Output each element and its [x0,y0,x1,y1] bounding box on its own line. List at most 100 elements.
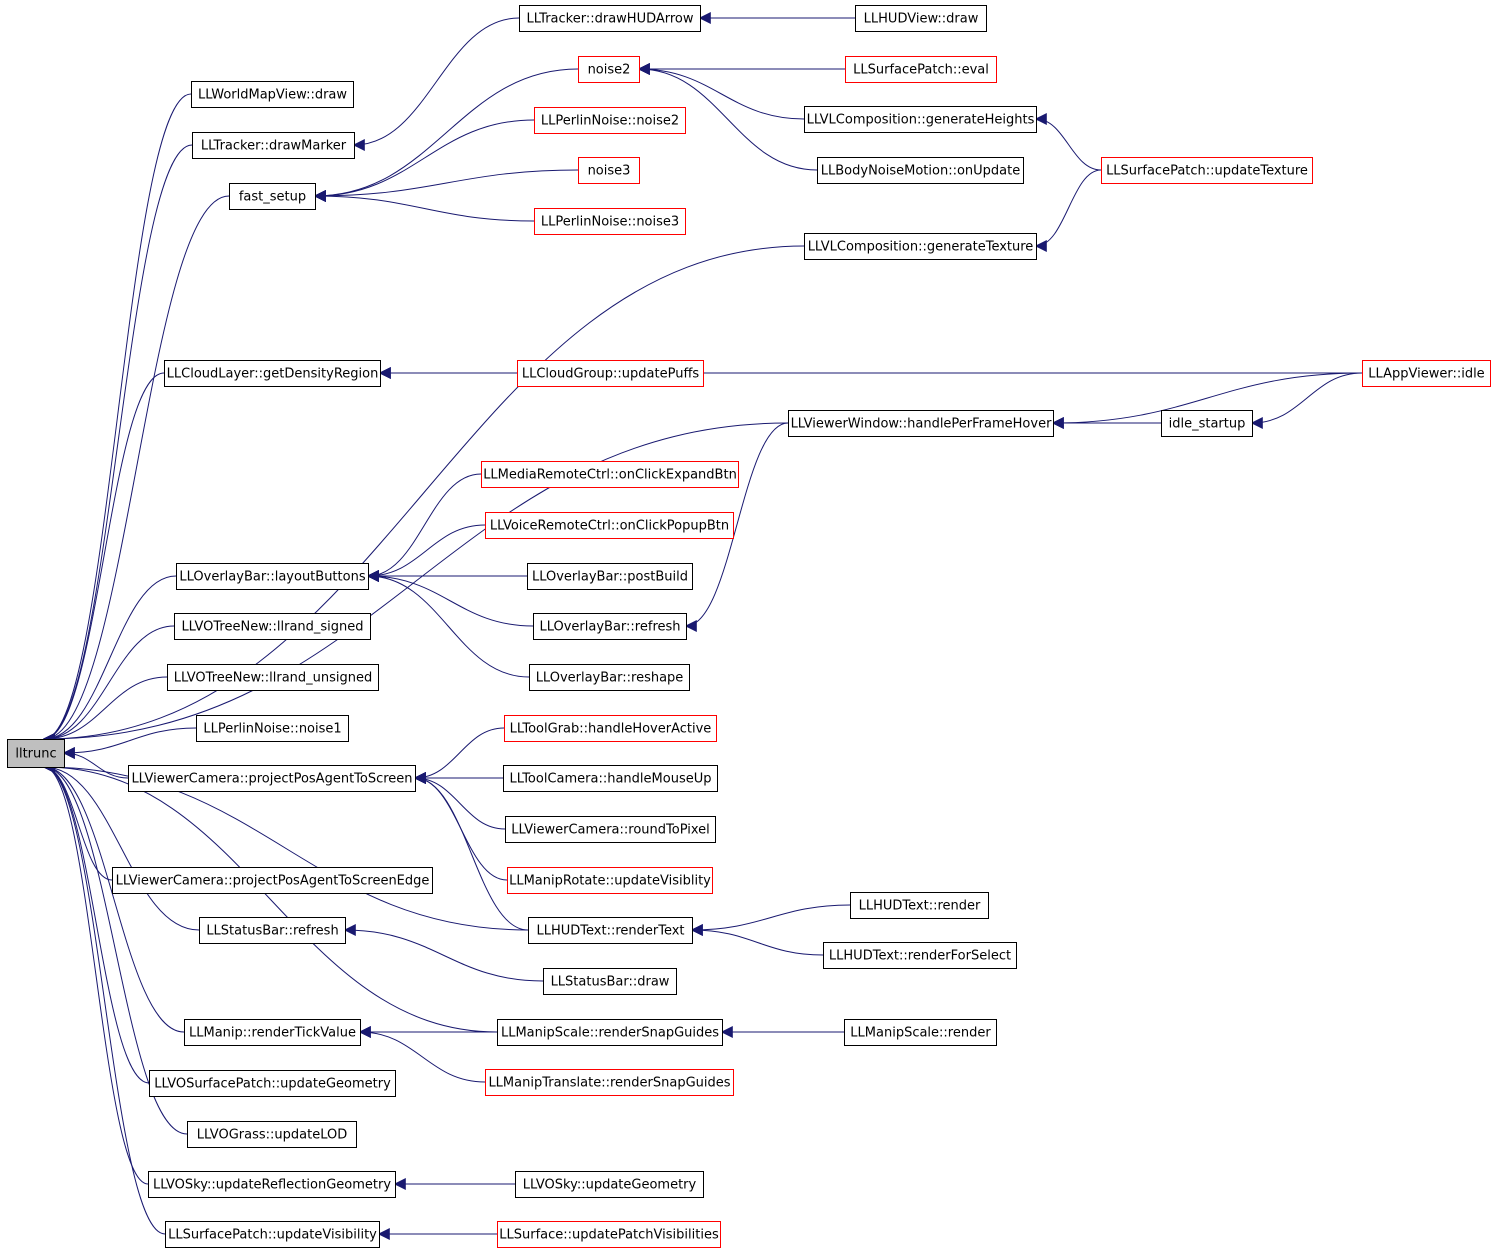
node-maniptranslate-snap[interactable]: LLManipTranslate::renderSnapGuides [485,1069,734,1096]
node-label: LLManipScale::render [850,1026,991,1041]
node-noise2[interactable]: noise2 [578,56,640,83]
node-box [528,917,693,944]
node-box [788,410,1054,437]
node-viewercam-projectedge[interactable]: LLViewerCamera::projectPosAgentToScreenE… [112,867,433,894]
edge-perlin-noise1-to-lltrunc [62,727,197,759]
node-voiceremote-popup[interactable]: LLVoiceRemoteCtrl::onClickPopupBtn [485,512,734,539]
node-fast-setup[interactable]: fast_setup [229,183,316,210]
node-surfacepatch-eval[interactable]: LLSurfacePatch::eval [845,56,997,83]
node-hudtext-render[interactable]: LLHUDText::render [850,892,989,919]
node-box [174,613,371,640]
node-box [817,157,1024,184]
node-label: LLOverlayBar::layoutButtons [179,570,365,585]
node-label: LLOverlayBar::reshape [536,671,684,686]
node-box [515,1171,704,1198]
node-label: lltrunc [15,747,56,762]
node-vlcomp-genheights[interactable]: LLVLComposition::generateHeights [804,106,1037,133]
node-overlaybar-layout[interactable]: LLOverlayBar::layoutButtons [176,563,369,590]
node-statusbar-draw[interactable]: LLStatusBar::draw [543,968,677,995]
node-cloudgroup-updatepuffs[interactable]: LLCloudGroup::updatePuffs [517,360,704,387]
edge-hudtext-rendertext-to-viewercam-project [413,772,529,931]
node-vosky-updategeom[interactable]: LLVOSky::updateGeometry [515,1171,704,1198]
node-manipscale-render[interactable]: LLManipScale::render [844,1019,997,1046]
node-box [164,360,381,387]
node-box [578,56,640,83]
node-overlaybar-refresh[interactable]: LLOverlayBar::refresh [533,613,687,640]
node-label: LLAppViewer::idle [1368,367,1484,382]
node-box [497,1221,721,1248]
node-box [578,157,640,184]
edge-manipscale-snap-to-lltrunc [42,761,498,1033]
node-label: LLVOSky::updateReflectionGeometry [153,1178,391,1193]
node-surfacepatch-updatevis[interactable]: LLSurfacePatch::updateVisibility [165,1221,380,1248]
node-label: fast_setup [239,190,306,205]
node-worldmap-draw[interactable]: LLWorldMapView::draw [191,81,354,108]
node-label: LLOverlayBar::refresh [539,620,680,635]
node-toolcamera-mouseup[interactable]: LLToolCamera::handleMouseUp [503,765,718,792]
edge-bodynoise-onupdate-to-noise2 [637,63,818,171]
node-label: LLVOSurfacePatch::updateGeometry [154,1077,391,1092]
node-overlaybar-postbuild[interactable]: LLOverlayBar::postBuild [527,563,693,590]
node-vograss-updatelod[interactable]: LLVOGrass::updateLOD [187,1121,357,1148]
node-label: LLManipScale::renderSnapGuides [501,1026,719,1041]
node-box [196,715,349,742]
node-mediaremote-expand[interactable]: LLMediaRemoteCtrl::onClickExpandBtn [481,461,739,488]
node-toolgrab-hover[interactable]: LLToolGrab::handleHoverActive [504,715,717,742]
node-appviewer-idle[interactable]: LLAppViewer::idle [1362,360,1491,387]
node-vosurface-updategeom[interactable]: LLVOSurfacePatch::updateGeometry [149,1070,396,1097]
node-surfacepatch-updatetexture[interactable]: LLSurfacePatch::updateTexture [1101,157,1313,184]
node-tracker-drawmarker[interactable]: LLTracker::drawMarker [192,132,355,159]
node-label: LLHUDText::render [859,899,981,914]
node-viewercam-roundtopixel[interactable]: LLViewerCamera::roundToPixel [505,816,716,843]
node-maniprotate-vis[interactable]: LLManipRotate::updateVisiblity [507,867,713,894]
node-label: LLManipRotate::updateVisiblity [509,874,711,889]
node-manipscale-snap[interactable]: LLManipScale::renderSnapGuides [497,1019,723,1046]
node-label: LLHUDView::draw [864,12,979,27]
node-box [529,664,690,691]
node-bodynoise-onupdate[interactable]: LLBodyNoiseMotion::onUpdate [817,157,1024,184]
node-overlaybar-reshape[interactable]: LLOverlayBar::reshape [529,664,690,691]
edge-voiceremote-popup-to-overlaybar-layout [366,524,486,582]
node-box [823,942,1017,969]
node-label: LLMediaRemoteCtrl::onClickExpandBtn [483,468,737,483]
node-votree-signed[interactable]: LLVOTreeNew::llrand_signed [174,613,371,640]
node-box [503,765,718,792]
node-label: LLManipTranslate::renderSnapGuides [488,1076,730,1091]
node-box [505,816,716,843]
edge-tracker-drawhudarrow-to-tracker-drawmarker [352,17,520,151]
node-hudtext-rendertext[interactable]: LLHUDText::renderText [528,917,693,944]
node-label: LLVOSky::updateGeometry [523,1178,697,1193]
edge-tracker-drawmarker-to-lltrunc [42,144,193,745]
node-label: LLVOGrass::updateLOD [197,1128,347,1143]
node-statusbar-refresh[interactable]: LLStatusBar::refresh [199,917,346,944]
edge-layer [42,12,1363,1240]
node-box [517,360,704,387]
node-idle-startup[interactable]: idle_startup [1161,410,1253,437]
node-perlin-noise3[interactable]: LLPerlinNoise::noise3 [534,208,686,235]
node-box [497,1019,723,1046]
node-label: LLSurfacePatch::eval [853,63,989,78]
node-manip-rendertick[interactable]: LLManip::renderTickValue [184,1019,361,1046]
node-votree-unsigned[interactable]: LLVOTreeNew::llrand_unsigned [167,664,379,691]
node-lltrunc[interactable]: lltrunc [7,739,65,768]
node-box [485,1069,734,1096]
node-surface-updatepatchvis[interactable]: LLSurface::updatePatchVisibilities [497,1221,721,1248]
node-vosky-updaterefl[interactable]: LLVOSky::updateReflectionGeometry [148,1171,396,1198]
node-viewerwindow-handlehover[interactable]: LLViewerWindow::handlePerFrameHover [788,410,1054,437]
node-label: LLHUDText::renderText [536,924,684,939]
node-hudview-draw[interactable]: LLHUDView::draw [855,5,987,32]
node-viewercam-project[interactable]: LLViewerCamera::projectPosAgentToScreen [128,765,416,792]
node-hudtext-renderselect[interactable]: LLHUDText::renderForSelect [823,942,1017,969]
node-label: LLPerlinNoise::noise1 [203,722,341,737]
node-box [804,233,1037,260]
node-perlin-noise2[interactable]: LLPerlinNoise::noise2 [534,107,686,134]
node-vlcomp-gentexture[interactable]: LLVLComposition::generateTexture [804,233,1037,260]
node-tracker-drawhudarrow[interactable]: LLTracker::drawHUDArrow [519,5,701,32]
node-box [112,867,433,894]
node-label: LLViewerWindow::handlePerFrameHover [791,417,1053,432]
node-label: LLSurfacePatch::updateTexture [1106,164,1308,179]
node-cloudlayer-getdensity[interactable]: LLCloudLayer::getDensityRegion [164,360,381,387]
node-label: LLSurfacePatch::updateVisibility [168,1228,377,1243]
node-noise3[interactable]: noise3 [578,157,640,184]
node-perlin-noise1[interactable]: LLPerlinNoise::noise1 [196,715,349,742]
